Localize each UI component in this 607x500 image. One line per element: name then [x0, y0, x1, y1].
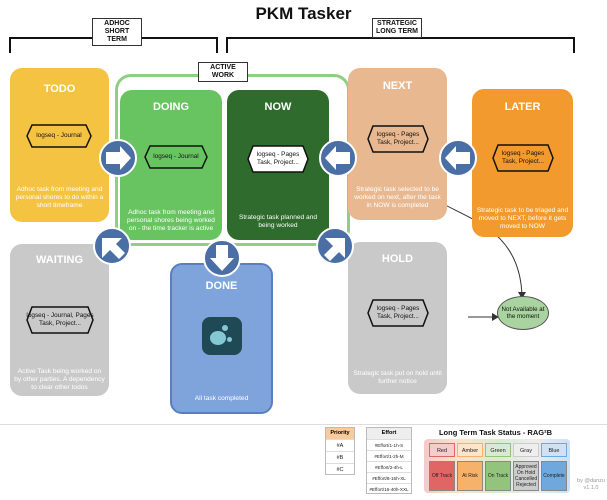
doing-to-done-arrow[interactable] [202, 238, 242, 278]
later-description: Strategic task to be triaged and moved t… [476, 207, 569, 231]
effort-title: Effort [367, 428, 411, 439]
doing-description: Adhoc task from meeting and personal sho… [127, 209, 215, 233]
rag-column-head: Gray [513, 443, 539, 457]
todo-description: Adhoc task from meeting and personal sho… [15, 186, 104, 210]
effort-item: #Effort/8-16h-XL [367, 472, 411, 483]
rag-column-head: Red [429, 443, 455, 457]
todo-card[interactable]: TODO logseq - Journal Adhoc task from me… [10, 68, 109, 222]
now-title: NOW [264, 101, 292, 113]
divider [0, 424, 607, 425]
hold-title: HOLD [381, 253, 414, 265]
priority-item: #C [326, 463, 354, 475]
page-title: PKM Tasker [255, 4, 352, 23]
later-title: LATER [504, 101, 541, 113]
doing-card[interactable]: DOING logseq - Journal Adhoc task from m… [120, 90, 222, 240]
waiting-to-doing-arrow[interactable] [92, 226, 132, 266]
priority-item: #B [326, 451, 354, 463]
rag-column-status: On Track [485, 461, 511, 491]
next-description: Strategic task selected to be worked on … [354, 186, 441, 210]
done-title: DONE [205, 280, 238, 292]
active-work-label: ACTIVE WORK [198, 62, 248, 82]
todo-title: TODO [43, 83, 76, 95]
hold-description: Strategic task put on hold until further… [353, 370, 442, 386]
done-description: All task completed [194, 395, 249, 402]
now-description: Strategic task planned and being worked [238, 214, 318, 230]
effort-item: #Effort/16-40h-XXL [367, 483, 411, 494]
rag-column-status: Off Track [429, 461, 455, 491]
doing-logseq-hex: logseq - Journal [144, 145, 208, 169]
rag-column-head: Blue [541, 443, 567, 457]
todo-to-doing-arrow[interactable] [98, 138, 138, 178]
rag-title: Long Term Task Status - RAG²B [438, 428, 553, 437]
logseq-logo [202, 317, 242, 355]
done-card[interactable]: DONE All task completed [170, 263, 273, 414]
rag-column-head: Amber [457, 443, 483, 457]
priority-title: Priority [326, 428, 354, 439]
priority-item: #A [326, 439, 354, 451]
waiting-description: Active Task being worked on by other par… [14, 368, 105, 392]
later-to-next-arrow[interactable] [438, 138, 478, 178]
rag-column-status: At Risk [457, 461, 483, 491]
doing-title: DOING [152, 101, 190, 113]
next-to-now-arrow[interactable] [318, 138, 358, 178]
effort-item: #Effort/1-1h-S [367, 439, 411, 450]
effort-legend: Effort #Effort/1-1h-S #Effort/1-2h-M #Ef… [366, 427, 412, 494]
next-title: NEXT [382, 80, 413, 92]
priority-legend: Priority #A #B #C [325, 427, 355, 475]
waiting-title: WAITING [35, 254, 84, 266]
hold-to-now-arrow[interactable] [315, 226, 355, 266]
rag-column-status: Complete [541, 461, 567, 491]
rag-column-status: Approved On Hold Cancelled Rejected [513, 461, 539, 491]
rag-column-head: Green [485, 443, 511, 457]
todo-logseq-hex: logseq - Journal [26, 124, 92, 148]
effort-item: #Effort/2-4h-L [367, 461, 411, 472]
effort-item: #Effort/1-2h-M [367, 450, 411, 461]
